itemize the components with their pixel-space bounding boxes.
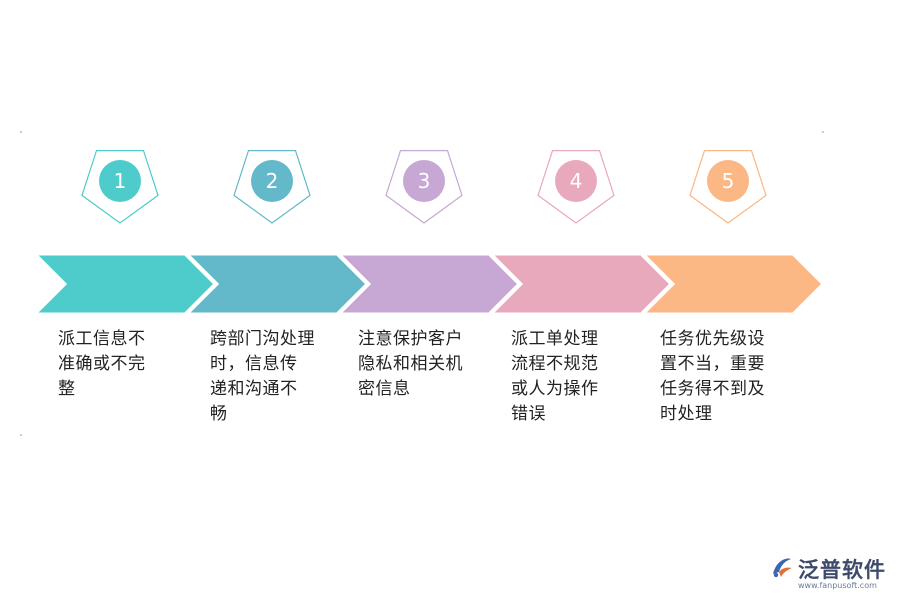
step-2-text: 跨部门沟处理 时，信息传 递和沟通不 畅	[210, 329, 315, 424]
step-3-badge: 3	[385, 150, 463, 224]
step-4-badge: 4	[537, 150, 615, 224]
corner-mark	[822, 131, 824, 133]
corner-mark	[20, 131, 22, 133]
step-5-badge: 5	[689, 150, 767, 224]
step-5-arrow	[639, 252, 826, 316]
brand-name: 泛普软件	[798, 558, 886, 582]
step-2-number: 2	[266, 169, 279, 193]
step-3-text: 注意保护客户 隐私和相关机 密信息	[358, 329, 463, 399]
step-4-circle	[555, 160, 597, 202]
step-1-circle	[99, 160, 141, 202]
step-1-text: 派工信息不 准确或不完 整	[58, 329, 146, 399]
step-3-circle	[403, 160, 445, 202]
corner-mark	[20, 434, 22, 436]
brand-logo: 泛普软件 www.fanpusoft.com	[770, 553, 895, 593]
step-3-number: 3	[418, 169, 431, 193]
step-5-text: 任务优先级设 置不当，重要 任务得不到及 时处理	[660, 329, 765, 424]
step-1-arrow	[31, 252, 218, 316]
step-5-circle	[707, 160, 749, 202]
step-4-text: 派工单处理 流程不规范 或人为操作 错误	[511, 329, 599, 424]
brand-url: www.fanpusoft.com	[798, 581, 877, 590]
fanpu-logo-icon	[773, 558, 792, 578]
step-5-number: 5	[722, 169, 735, 193]
step-4-number: 4	[570, 169, 583, 193]
step-2-circle	[251, 160, 293, 202]
step-2-badge: 2	[233, 150, 311, 224]
step-1-number: 1	[114, 169, 127, 193]
step-1-badge: 1	[81, 150, 159, 224]
